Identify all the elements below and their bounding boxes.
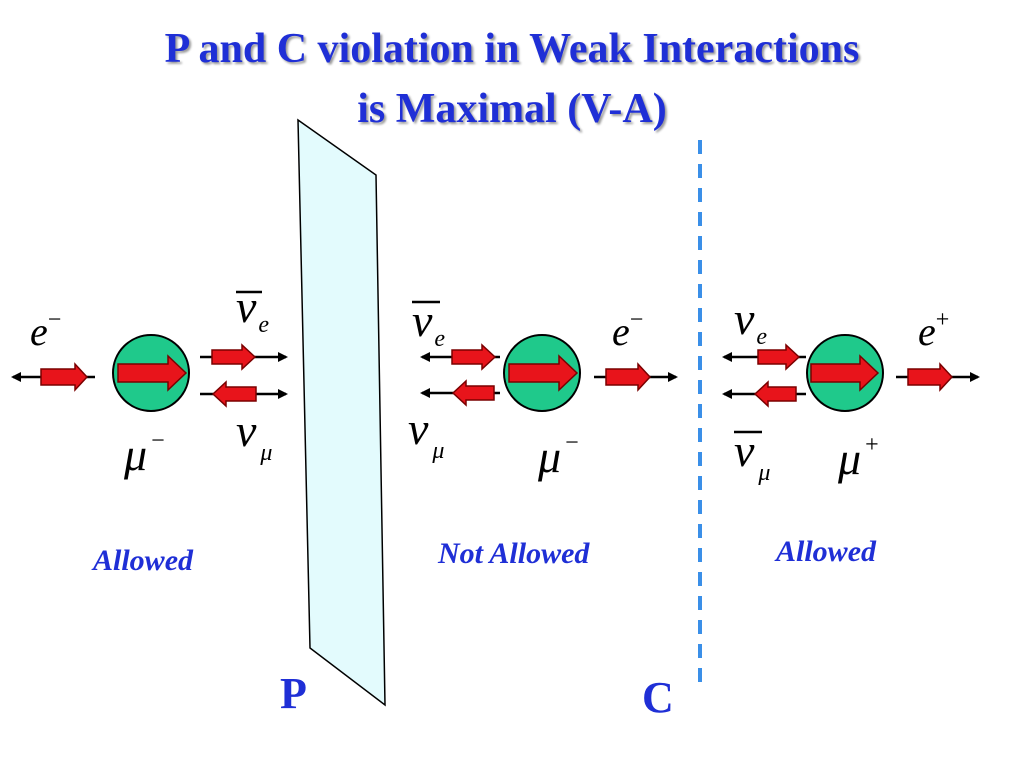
muon-spin-arrow: [117, 354, 188, 392]
electron-label: e−: [612, 307, 643, 354]
electron-label: e+: [918, 307, 949, 354]
neutrino-upper-label: νe: [236, 281, 269, 338]
electron-label: e−: [30, 307, 61, 354]
muon-label: μ−: [123, 428, 165, 480]
title-line-1: P and C violation in Weak Interactions: [164, 26, 860, 72]
panel-1-caption: Allowed: [91, 544, 194, 577]
neutrino-lower-spin-arrow: [451, 379, 495, 407]
neutrino-upper-label: νe: [412, 295, 445, 352]
neutrino-lower-spin-arrow: [753, 380, 797, 408]
charge-conjugation-label: C: [642, 673, 674, 722]
neutrino-upper-spin-arrow: [757, 343, 801, 371]
electron-spin-arrow: [605, 362, 652, 392]
muon-spin-arrow: [508, 354, 579, 392]
electron-spin-arrow: [40, 362, 89, 392]
neutrino-upper-spin-arrow: [451, 343, 497, 371]
muon-label: μ+: [837, 432, 879, 484]
muon-label: μ−: [537, 430, 579, 482]
neutrino-upper-label: νe: [734, 293, 767, 350]
muon-spin-arrow: [810, 354, 880, 392]
electron-spin-arrow: [907, 362, 954, 392]
title-line-2: is Maximal (V-A): [357, 86, 667, 132]
neutrino-upper-spin-arrow: [211, 343, 257, 371]
panel-2-caption: Not Allowed: [437, 537, 590, 570]
parity-mirror: [297, 118, 386, 707]
neutrino-lower-spin-arrow: [211, 380, 257, 408]
parity-mirror-label: P: [280, 669, 307, 718]
panel-3-caption: Allowed: [774, 535, 877, 568]
